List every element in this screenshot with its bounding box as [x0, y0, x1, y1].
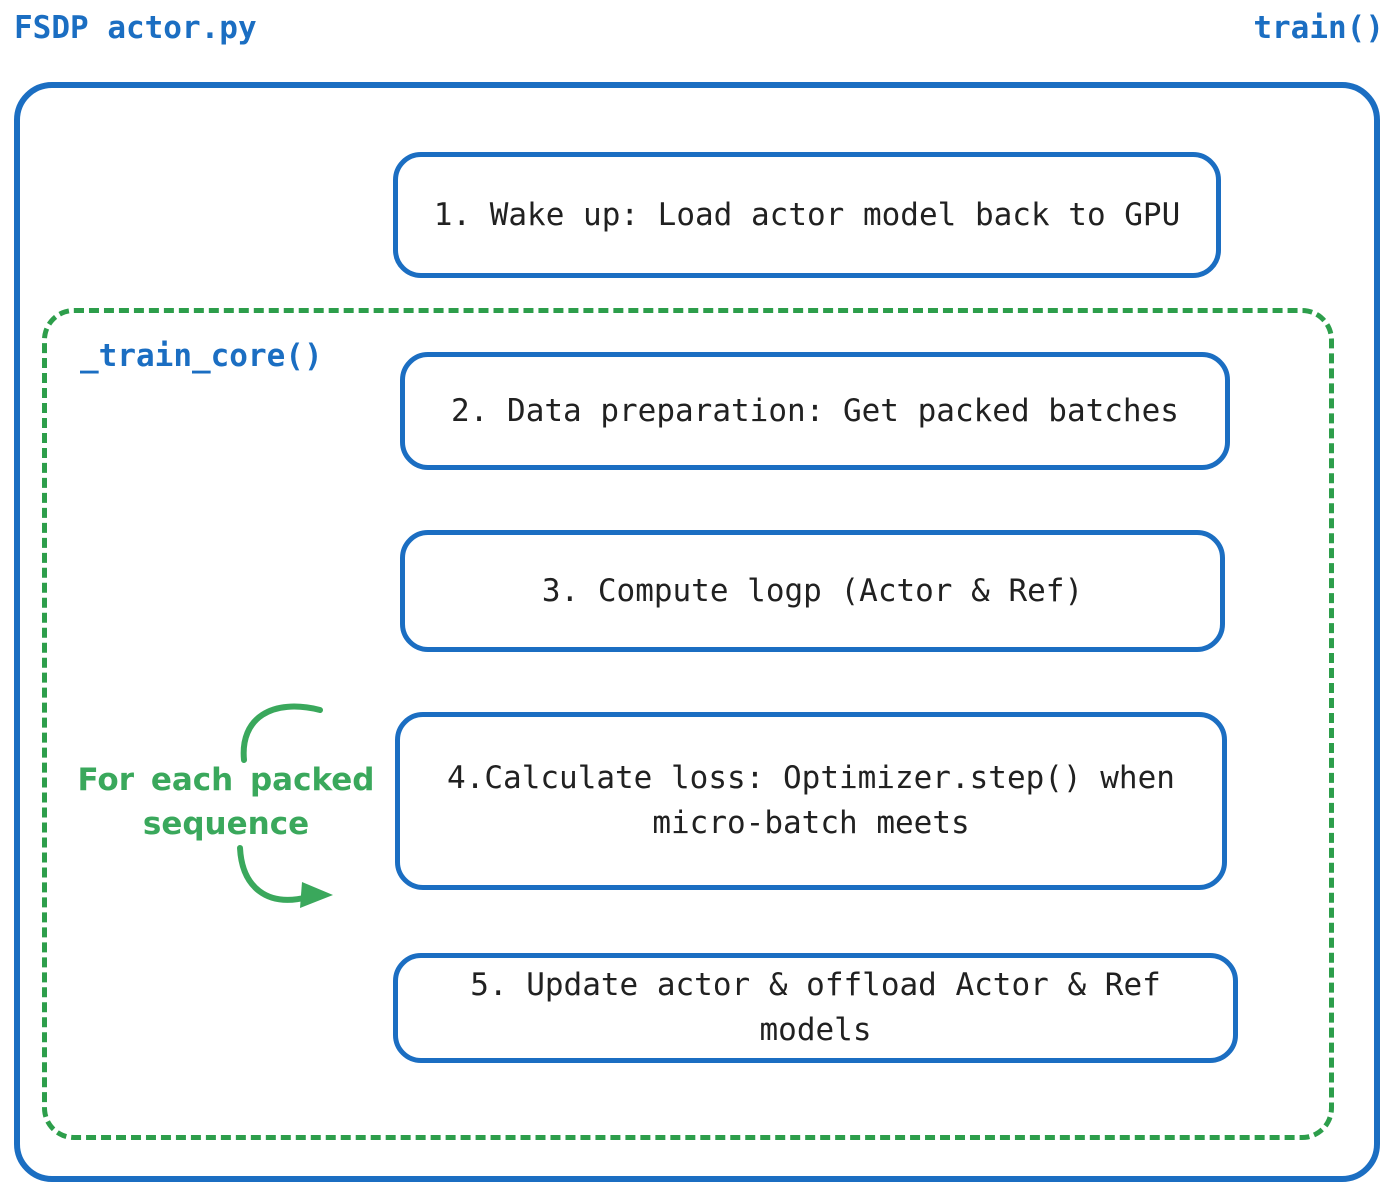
loop-label: For each packed sequence: [77, 762, 375, 843]
step-box-wake-up: 1. Wake up: Load actor model back to GPU: [393, 152, 1221, 278]
train-flow-container: [14, 82, 1380, 1182]
step-box-compute-logp: 3. Compute logp (Actor & Ref): [400, 530, 1225, 652]
step-box-data-preparation: 2. Data preparation: Get packed batches: [400, 352, 1230, 470]
step-label: 1. Wake up: Load actor model back to GPU: [433, 196, 1181, 233]
step-label: 4.Calculate loss: Optimizer.step() when …: [447, 760, 1175, 841]
step-label: 2. Data preparation: Get packed batches: [451, 392, 1179, 429]
step-box-update-offload: 5. Update actor & offload Actor & Ref mo…: [393, 953, 1238, 1063]
train-core-region: [42, 308, 1334, 1140]
file-title-label: FSDP actor.py: [14, 10, 257, 46]
train-function-label: train(): [1253, 10, 1384, 46]
loop-arrow-icon: [237, 703, 333, 908]
step-label: 3. Compute logp (Actor & Ref): [541, 572, 1084, 609]
step-label: 5. Update actor & offload Actor & Ref mo…: [470, 967, 1161, 1048]
step-box-calculate-loss: 4.Calculate loss: Optimizer.step() when …: [395, 712, 1227, 890]
train-core-label: _train_core(): [80, 338, 323, 374]
